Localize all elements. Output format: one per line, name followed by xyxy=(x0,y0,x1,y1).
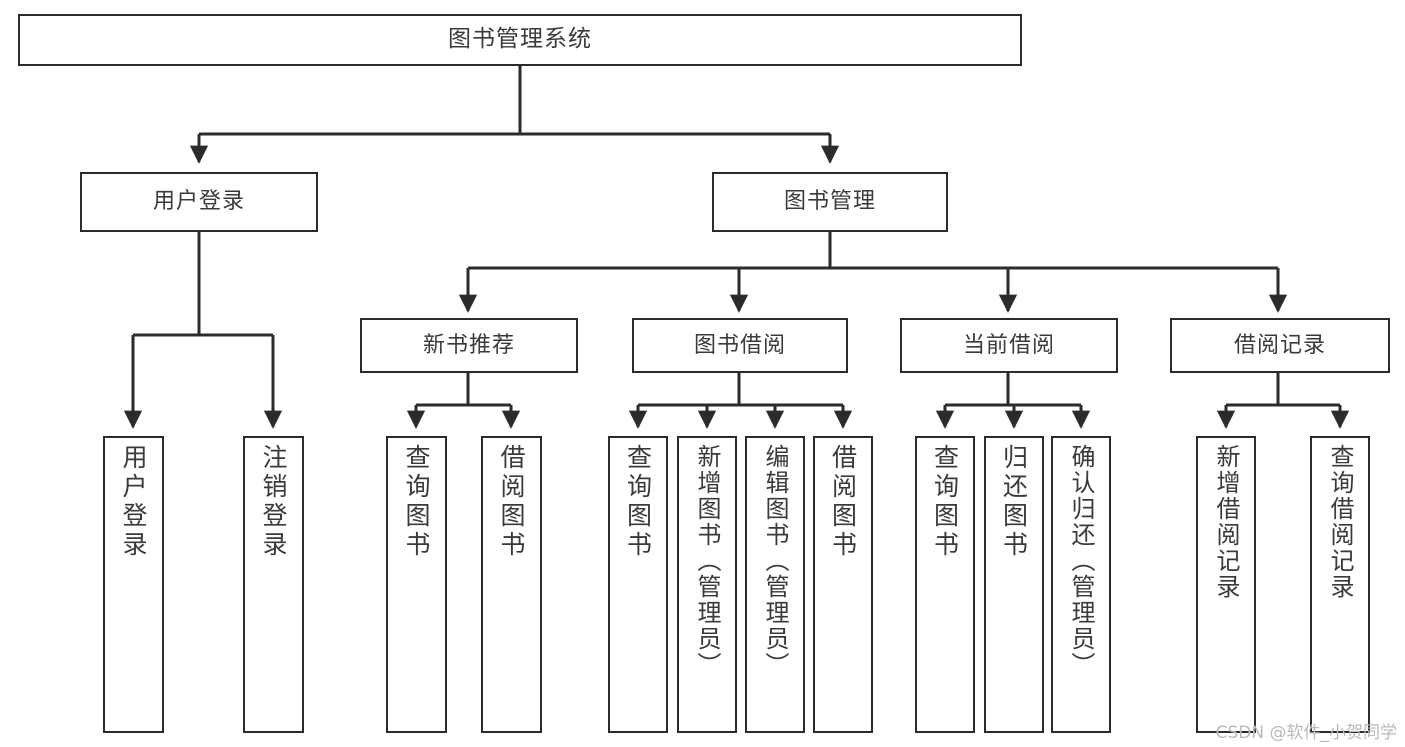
leaf-borrow-book-2-label: 借阅图书 xyxy=(828,444,858,560)
leaf-user-login-label: 用户登录 xyxy=(119,444,148,560)
leaf-logout-label: 注销登录 xyxy=(259,444,288,560)
leaf-edit-book[interactable]: 编辑图书（管理员） xyxy=(745,436,805,733)
leaf-logout[interactable]: 注销登录 xyxy=(243,436,304,733)
node-user-login-label: 用户登录 xyxy=(152,189,245,215)
node-new-book-recommendation[interactable]: 新书推荐 xyxy=(360,318,578,373)
node-book-borrowing[interactable]: 图书借阅 xyxy=(632,318,848,373)
node-book-management-label: 图书管理 xyxy=(783,189,876,215)
node-current-borrowing[interactable]: 当前借阅 xyxy=(900,318,1118,373)
leaf-borrow-book-2[interactable]: 借阅图书 xyxy=(813,436,873,733)
leaf-confirm-return-label: 确认归还（管理员） xyxy=(1067,444,1095,678)
leaf-confirm-return[interactable]: 确认归还（管理员） xyxy=(1051,436,1111,733)
leaf-edit-book-label: 编辑图书（管理员） xyxy=(761,444,789,678)
leaf-query-book-1-label: 查询图书 xyxy=(402,444,431,560)
leaf-query-book-3[interactable]: 查询图书 xyxy=(915,436,975,733)
leaf-add-book[interactable]: 新增图书（管理员） xyxy=(677,436,737,733)
leaf-borrow-book-1[interactable]: 借阅图书 xyxy=(481,436,542,733)
node-user-login[interactable]: 用户登录 xyxy=(80,172,318,232)
node-borrowing-record[interactable]: 借阅记录 xyxy=(1170,318,1390,373)
leaf-query-book-3-label: 查询图书 xyxy=(930,444,960,560)
node-new-book-recommendation-label: 新书推荐 xyxy=(422,332,515,358)
node-book-borrowing-label: 图书借阅 xyxy=(693,332,786,358)
leaf-query-book-2-label: 查询图书 xyxy=(623,444,653,560)
leaf-add-borrow-record-label: 新增借阅记录 xyxy=(1212,444,1240,600)
leaf-query-borrow-record[interactable]: 查询借阅记录 xyxy=(1310,436,1370,733)
leaf-query-book-1[interactable]: 查询图书 xyxy=(386,436,447,733)
leaf-return-book[interactable]: 归还图书 xyxy=(984,436,1044,733)
node-current-borrowing-label: 当前借阅 xyxy=(962,332,1055,358)
node-book-management[interactable]: 图书管理 xyxy=(712,172,948,232)
leaf-query-book-2[interactable]: 查询图书 xyxy=(608,436,668,733)
node-root-label: 图书管理系统 xyxy=(448,26,592,53)
leaf-return-book-label: 归还图书 xyxy=(999,444,1029,560)
leaf-borrow-book-1-label: 借阅图书 xyxy=(497,444,526,560)
leaf-user-login[interactable]: 用户登录 xyxy=(103,436,164,733)
node-borrowing-record-label: 借阅记录 xyxy=(1233,332,1326,358)
leaf-query-borrow-record-label: 查询借阅记录 xyxy=(1326,444,1354,600)
leaf-add-borrow-record[interactable]: 新增借阅记录 xyxy=(1196,436,1256,733)
node-root[interactable]: 图书管理系统 xyxy=(18,14,1022,66)
leaf-add-book-label: 新增图书（管理员） xyxy=(693,444,721,678)
